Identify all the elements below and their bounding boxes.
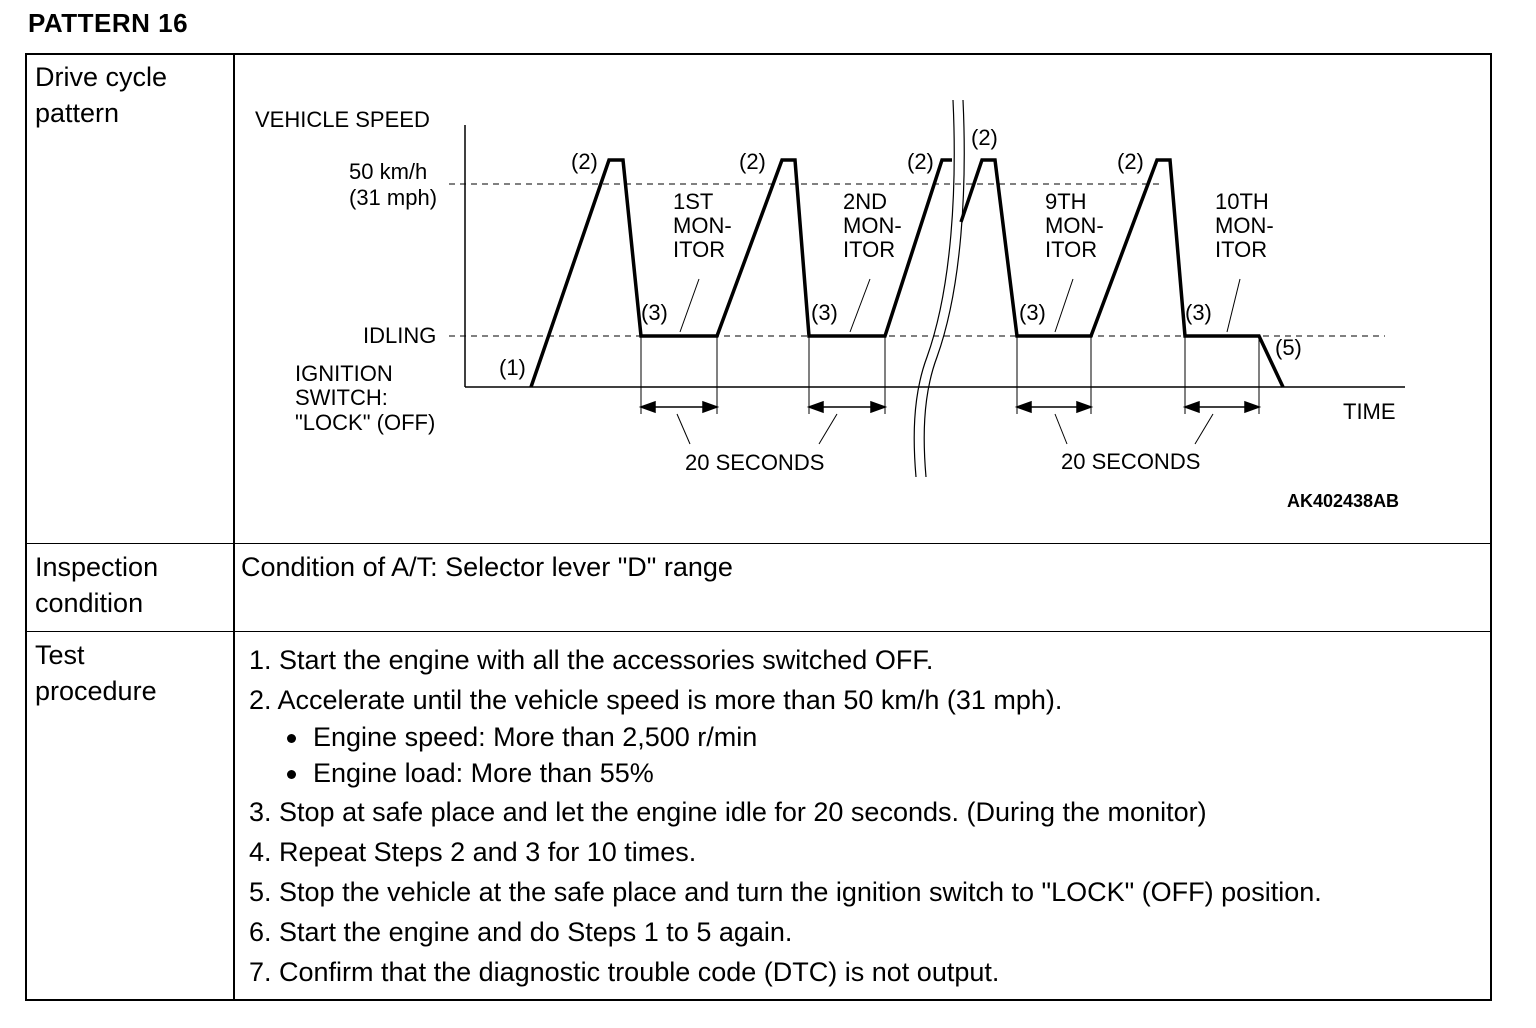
arrow-head bbox=[702, 400, 720, 414]
bullet-item: Engine speed: More than 2,500 r/min bbox=[249, 719, 1322, 755]
duration-label: 20 SECONDS bbox=[1061, 449, 1200, 474]
step-text: 1. Start the engine with all the accesso… bbox=[249, 645, 934, 675]
procedure-step: 1. Start the engine with all the accesso… bbox=[249, 641, 1322, 679]
procedure-step: 3. Stop at safe place and let the engine… bbox=[249, 793, 1322, 831]
ignition-label: "LOCK" (OFF) bbox=[295, 410, 435, 435]
arrow-head bbox=[1076, 400, 1094, 414]
leader-line bbox=[849, 278, 871, 333]
procedure-step: 4. Repeat Steps 2 and 3 for 10 times. bbox=[249, 833, 1322, 871]
arrow-head bbox=[638, 400, 656, 414]
step-label: (3) bbox=[641, 300, 668, 325]
ignition-label: IGNITION bbox=[295, 361, 393, 386]
step-label: (2) bbox=[907, 149, 934, 174]
step-text: 4. Repeat Steps 2 and 3 for 10 times. bbox=[249, 837, 697, 867]
monitor-line: 1ST bbox=[673, 189, 713, 214]
monitor-line: MON- bbox=[843, 213, 902, 238]
axis-break-line bbox=[913, 99, 955, 478]
step-text: 2. Accelerate until the vehicle speed is… bbox=[249, 685, 1063, 715]
arrow-head bbox=[1014, 400, 1032, 414]
duration-label: 20 SECONDS bbox=[685, 450, 824, 475]
label-line: Inspection bbox=[35, 552, 159, 582]
x-axis-title: TIME bbox=[1343, 399, 1396, 424]
monitor-line: ITOR bbox=[673, 237, 725, 262]
step-label: (2) bbox=[1117, 149, 1144, 174]
monitor-line: MON- bbox=[1045, 213, 1104, 238]
step-label: (2) bbox=[971, 125, 998, 150]
monitor-line: 9TH bbox=[1045, 189, 1087, 214]
step-label: (1) bbox=[499, 355, 526, 380]
step-text: 3. Stop at safe place and let the engine… bbox=[249, 797, 1207, 827]
test-procedure-label: Test procedure bbox=[35, 637, 225, 709]
leader-line bbox=[1194, 413, 1214, 445]
step-text: 6. Start the engine and do Steps 1 to 5 … bbox=[249, 917, 793, 947]
y-axis-title: VEHICLE SPEED bbox=[255, 107, 430, 132]
speed-label-mph: (31 mph) bbox=[349, 185, 437, 210]
step-label: (2) bbox=[739, 149, 766, 174]
label-line: condition bbox=[35, 588, 144, 618]
bullet-item: Engine load: More than 55% bbox=[249, 755, 1322, 791]
page-title: PATTERN 16 bbox=[28, 8, 189, 38]
label-line: procedure bbox=[35, 676, 157, 706]
inspection-condition-label: Inspection condition bbox=[35, 549, 225, 621]
step-label: (2) bbox=[571, 149, 598, 174]
monitor-line: MON- bbox=[673, 213, 732, 238]
speed-profile-part-1 bbox=[529, 158, 952, 388]
leader-line bbox=[1054, 278, 1074, 333]
step-text: 5. Stop the vehicle at the safe place an… bbox=[249, 877, 1322, 907]
idling-label: IDLING bbox=[363, 323, 436, 348]
monitor-line: 10TH bbox=[1215, 189, 1269, 214]
procedure-step: 5. Stop the vehicle at the safe place an… bbox=[249, 873, 1322, 911]
row-divider-2 bbox=[27, 631, 1490, 632]
arrow-head bbox=[870, 400, 888, 414]
inspection-condition-value: Condition of A/T: Selector lever "D" ran… bbox=[241, 552, 733, 582]
procedure-table: Drive cycle pattern VEHICLE SPEED 50 km/… bbox=[25, 53, 1492, 1001]
arrow-head bbox=[1182, 400, 1200, 414]
label-line: Drive cycle bbox=[35, 62, 168, 92]
leader-line bbox=[1054, 413, 1068, 445]
monitor-line: ITOR bbox=[843, 237, 895, 262]
label-line: pattern bbox=[35, 98, 120, 128]
arrow-head bbox=[806, 400, 824, 414]
leader-line bbox=[679, 278, 700, 333]
leader-line bbox=[818, 413, 838, 445]
monitor-line: ITOR bbox=[1215, 237, 1267, 262]
step-label: (3) bbox=[1185, 300, 1212, 325]
step-label: (3) bbox=[811, 300, 838, 325]
speed-label: 50 km/h bbox=[349, 159, 427, 184]
arrow-head bbox=[1244, 400, 1262, 414]
procedure-step: 6. Start the engine and do Steps 1 to 5 … bbox=[249, 913, 1322, 951]
row-divider-1 bbox=[27, 543, 1490, 544]
speed-profile-part-2 bbox=[959, 158, 1285, 388]
drive-cycle-label: Drive cycle pattern bbox=[35, 59, 225, 131]
procedure-step: 7. Confirm that the diagnostic trouble c… bbox=[249, 953, 1322, 991]
monitor-line: MON- bbox=[1215, 213, 1274, 238]
figure-code: AK402438AB bbox=[1287, 491, 1399, 511]
step-label: (5) bbox=[1275, 335, 1302, 360]
axis-break-line bbox=[923, 99, 965, 478]
leader-line bbox=[676, 413, 691, 445]
label-line: Test bbox=[35, 640, 85, 670]
leader-line bbox=[1226, 278, 1241, 333]
monitor-line: 2ND bbox=[843, 189, 887, 214]
step-label: (3) bbox=[1019, 300, 1046, 325]
test-procedure-steps: 1. Start the engine with all the accesso… bbox=[249, 641, 1322, 993]
column-divider bbox=[233, 55, 235, 999]
monitor-line: ITOR bbox=[1045, 237, 1097, 262]
step-text: 7. Confirm that the diagnostic trouble c… bbox=[249, 957, 1000, 987]
ignition-label: SWITCH: bbox=[295, 385, 388, 410]
procedure-step: 2. Accelerate until the vehicle speed is… bbox=[249, 681, 1322, 791]
drive-cycle-diagram: VEHICLE SPEED 50 km/h (31 mph) IDLING IG… bbox=[255, 99, 1405, 511]
